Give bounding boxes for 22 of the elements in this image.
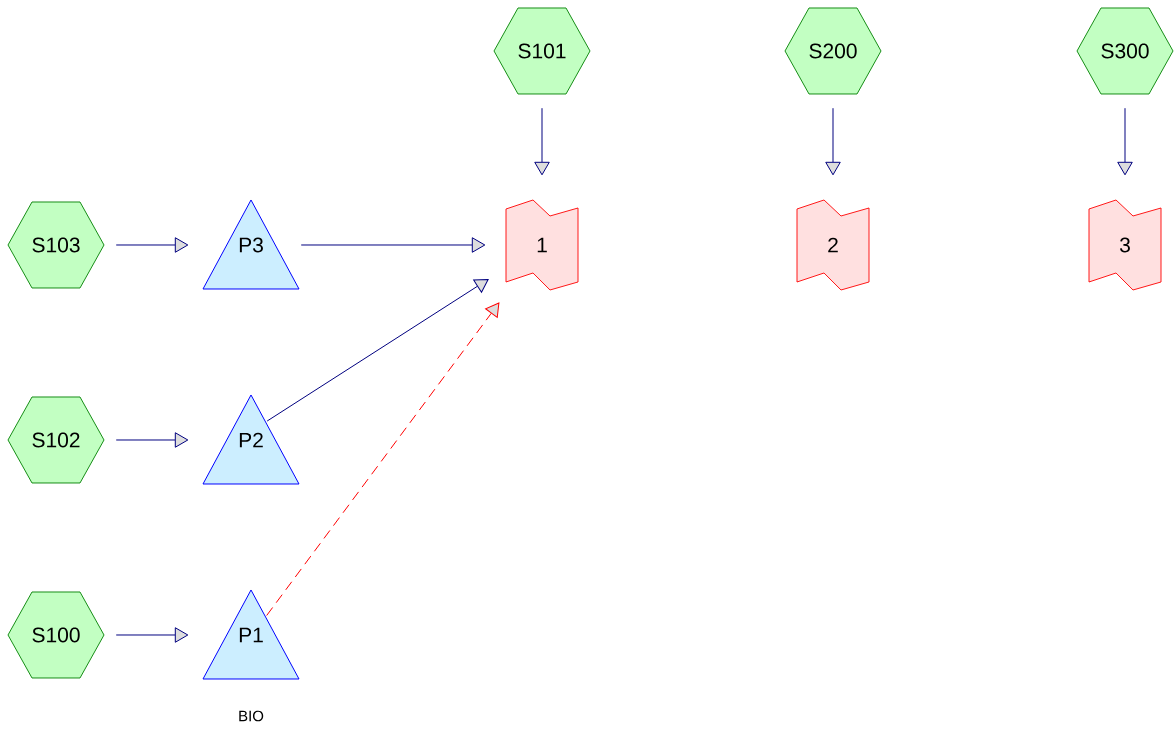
flag-node: 2	[796, 199, 870, 291]
group-label: BIO	[239, 710, 264, 722]
arrow	[115, 432, 189, 448]
hexagon-node: S103	[7, 201, 105, 289]
flag-node: 3	[1088, 199, 1162, 291]
triangle-node: P3	[202, 199, 300, 290]
arrow	[266, 302, 500, 616]
hexagon-node: S100	[7, 591, 105, 679]
triangle-node: P2	[202, 394, 300, 485]
flag-node: 1	[505, 199, 579, 291]
arrow	[534, 107, 550, 176]
hexagon-node: S102	[7, 396, 105, 484]
hexagon-node: S200	[784, 7, 882, 95]
arrow	[300, 237, 486, 253]
arrow	[266, 278, 489, 422]
triangle-node: P1	[202, 589, 300, 680]
hexagon-node: S300	[1076, 7, 1174, 95]
arrow	[115, 627, 189, 643]
arrow	[115, 237, 189, 253]
arrow	[825, 107, 841, 176]
hexagon-node: S101	[493, 7, 591, 95]
arrow	[1117, 107, 1133, 176]
